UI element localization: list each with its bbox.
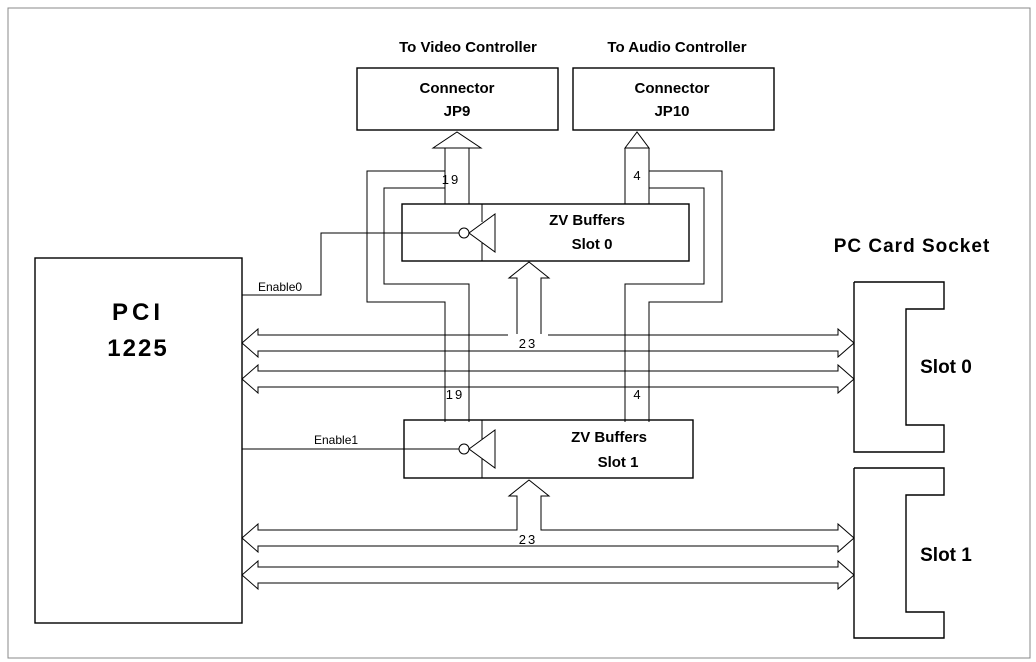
slot0-bus-width: 23 <box>519 336 537 351</box>
connector-jp9-id: JP9 <box>444 103 471 120</box>
audio-bus-width-lower: 4 <box>633 387 640 402</box>
socket-slot1-label: Slot 1 <box>920 545 972 566</box>
audio-controller-label: To Audio Controller <box>607 39 746 56</box>
enable0-label: Enable0 <box>258 280 302 294</box>
pci-1225-chip: PCI 1225 <box>34 257 243 624</box>
zv-buffers-slot0-slot: Slot 0 <box>572 236 613 253</box>
zv-buffers-slot1-slot: Slot 1 <box>598 454 639 471</box>
video-bus-width-lower: 19 <box>446 387 464 402</box>
video-bus-path <box>366 131 483 422</box>
connector-jp10-title: Connector <box>635 80 710 97</box>
slot1-bus-width: 23 <box>519 532 537 547</box>
connector-jp10: Connector JP10 <box>572 67 775 131</box>
socket-slot0: Slot 0 <box>853 281 972 453</box>
slot1-bus-label-bg <box>508 531 548 545</box>
connector-jp9-title: Connector <box>420 80 495 97</box>
socket-slot0-label: Slot 0 <box>920 357 972 378</box>
socket-slot1: Slot 1 <box>853 467 972 639</box>
video-controller-label: To Video Controller <box>399 39 537 56</box>
connector-jp9: Connector JP9 <box>356 67 559 131</box>
pci-chip-number: 1225 <box>107 335 168 362</box>
pc-card-socket-title: PC Card Socket <box>834 236 991 257</box>
connector-jp10-id: JP10 <box>654 103 689 120</box>
zv-buffers-slot1-title: ZV Buffers <box>571 429 647 446</box>
enable1-label: Enable1 <box>314 433 358 447</box>
zv-buffers-slot0-title: ZV Buffers <box>549 212 625 229</box>
diagram-frame <box>7 7 1031 659</box>
pci-chip-name: PCI <box>112 299 164 326</box>
enable0-signal-line <box>242 232 459 296</box>
audio-bus-width-upper: 4 <box>633 168 640 183</box>
video-bus-width-upper: 19 <box>442 172 460 187</box>
slot0-bus-label-bg <box>508 334 548 350</box>
